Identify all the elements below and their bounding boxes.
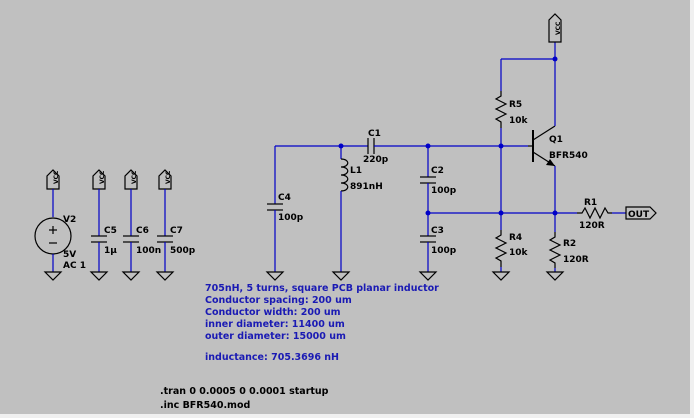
l1-value-label: 891nH	[350, 182, 383, 192]
c3-value-label: 100p	[431, 246, 457, 256]
r5-name-label: R5	[509, 100, 522, 110]
vcc-flag-v2: VCC	[46, 169, 60, 217]
c1-name-label: C1	[368, 129, 381, 139]
inductor-l1[interactable]	[340, 158, 349, 272]
capacitor-c5[interactable]	[91, 235, 107, 272]
window-edge-bottom	[0, 414, 694, 418]
c5-name-label: C5	[104, 226, 117, 236]
vcc-flag-collector: VCC	[548, 13, 562, 43]
resistor-r4[interactable]	[494, 230, 508, 272]
vcc-flag-c6: VCC	[124, 169, 138, 236]
r4-name-label: R4	[509, 233, 522, 243]
q1-value-label: BFR540	[549, 151, 588, 161]
vcc-flag-c5: VCC	[92, 169, 106, 236]
svg-text:OUT: OUT	[628, 210, 650, 220]
q1-name-label: Q1	[549, 135, 563, 145]
c6-value-label: 100n	[136, 246, 161, 256]
svg-text:VCC: VCC	[53, 170, 60, 184]
svg-text:VCC: VCC	[131, 170, 138, 184]
resistor-r1[interactable]	[577, 206, 626, 220]
r2-name-label: R2	[563, 239, 576, 249]
note-line: 705nH, 5 turns, square PCB planar induct…	[205, 283, 439, 294]
ground-symbol	[43, 271, 63, 281]
capacitor-c3[interactable]	[420, 235, 436, 272]
c4-name-label: C4	[278, 193, 291, 203]
transistor-q1[interactable]	[528, 125, 556, 167]
r4-value-label: 10k	[509, 248, 529, 258]
note-line: Conductor spacing: 200 um	[205, 295, 352, 306]
capacitor-c4[interactable]	[267, 203, 283, 272]
c6-name-label: C6	[136, 226, 149, 236]
note-line: Conductor width: 200 um	[205, 307, 341, 318]
ground-symbol	[121, 271, 141, 281]
ground-symbol	[89, 271, 109, 281]
ground-symbol	[491, 271, 511, 281]
r5-value-label: 10k	[509, 116, 529, 126]
directive-line: .inc BFR540.mod	[160, 400, 250, 411]
note-line: inductance: 705.3696 nH	[205, 352, 339, 363]
junction-dot	[498, 210, 504, 216]
resistor-r2[interactable]	[548, 232, 562, 272]
c2-value-label: 100p	[431, 186, 457, 196]
resistor-r5[interactable]	[494, 91, 508, 230]
voltage-source-v2[interactable]	[34, 217, 72, 272]
v2-ac-label: AC 1	[63, 261, 86, 271]
c2-name-label: C2	[431, 166, 444, 176]
net-label-out[interactable]: OUT	[625, 206, 657, 220]
svg-text:VCC: VCC	[555, 21, 562, 35]
c3-name-label: C3	[431, 226, 444, 236]
c7-value-label: 500p	[170, 246, 196, 256]
r1-value-label: 120R	[579, 221, 605, 231]
c5-value-label: 1µ	[104, 246, 117, 256]
ground-symbol	[155, 271, 175, 281]
junction-dot	[552, 56, 558, 62]
ground-symbol	[545, 271, 565, 281]
capacitor-c7[interactable]	[157, 235, 173, 272]
r1-name-label: R1	[584, 198, 597, 208]
inductor-notes: 705nH, 5 turns, square PCB planar induct…	[205, 283, 439, 363]
ground-symbol	[418, 271, 438, 281]
svg-text:VCC: VCC	[165, 170, 172, 184]
capacitor-c2[interactable]	[420, 176, 436, 236]
r2-value-label: 120R	[563, 255, 589, 265]
c1-value-label: 220p	[363, 155, 389, 165]
c7-name-label: C7	[170, 226, 183, 236]
l1-name-label: L1	[350, 166, 362, 176]
v2-name-label: V2	[63, 215, 76, 225]
window-edge-right	[690, 0, 694, 418]
vcc-flag-c7: VCC	[158, 169, 172, 236]
c4-value-label: 100p	[278, 213, 304, 223]
capacitor-c6[interactable]	[123, 235, 139, 272]
capacitor-c1[interactable]	[367, 138, 501, 154]
svg-text:VCC: VCC	[99, 170, 106, 184]
note-line: outer diameter: 15000 um	[205, 331, 346, 342]
spice-directives: .tran 0 0.0005 0 0.0001 startup .inc BFR…	[160, 386, 329, 411]
ground-symbol	[265, 271, 285, 281]
note-line: inner diameter: 11400 um	[205, 319, 345, 330]
ground-symbol	[331, 271, 351, 281]
directive-line: .tran 0 0.0005 0 0.0001 startup	[160, 386, 329, 397]
v2-value-label: 5V	[63, 250, 76, 260]
